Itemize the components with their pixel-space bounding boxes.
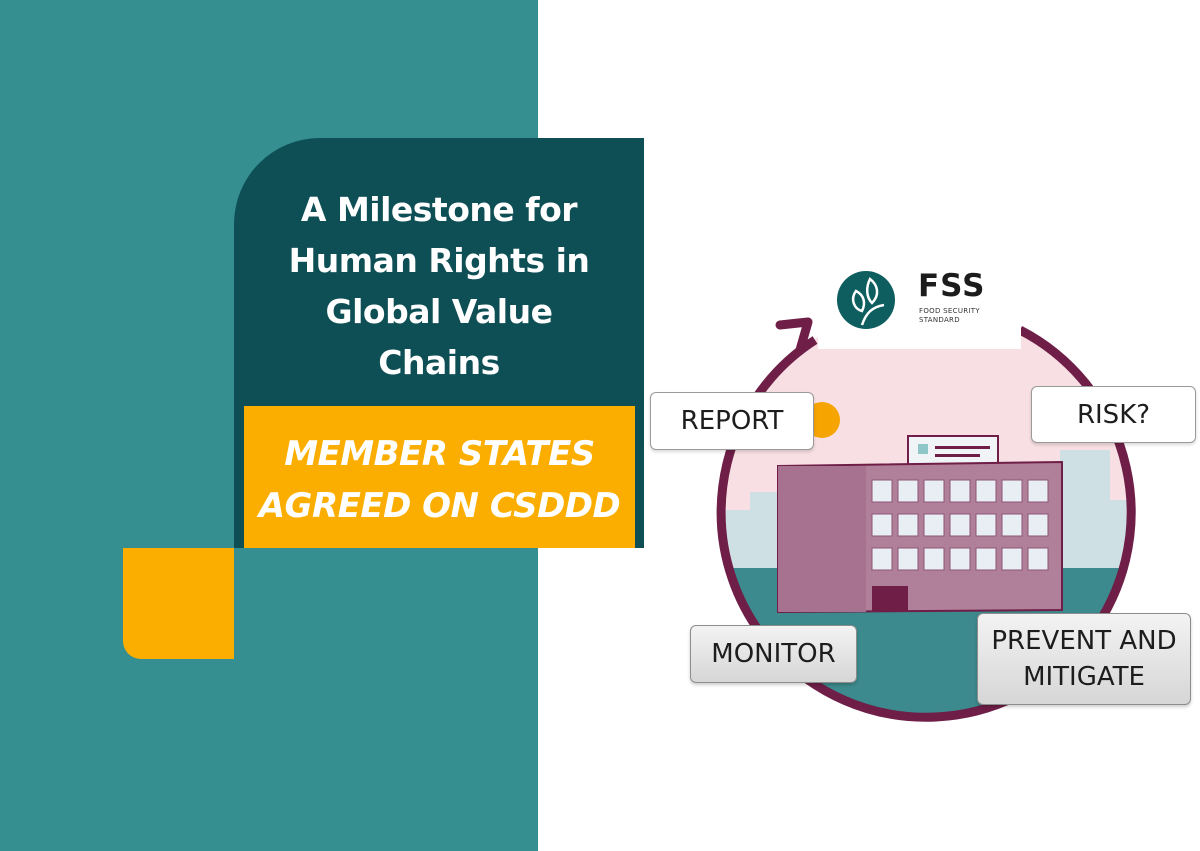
building-door: [872, 586, 908, 612]
report-label-text: REPORT: [680, 406, 784, 436]
headline-line-4: Chains: [378, 343, 500, 382]
headline-line-2: Human Rights in: [288, 241, 590, 280]
cycle-arrowhead: [775, 317, 813, 355]
csddd-banner: MEMBER STATES AGREED ON CSDDD: [244, 406, 635, 548]
banner-line-2: AGREED ON CSDDD: [258, 486, 621, 526]
cycle-arrow-ring: [716, 326, 1136, 722]
monitor-label: MONITOR: [690, 625, 857, 683]
risk-label: RISK?: [1031, 386, 1196, 443]
prevent-label-line-2: MITIGATE: [1023, 662, 1145, 692]
fss-leaf-logo-icon: [837, 271, 895, 329]
banner-line-1: MEMBER STATES: [284, 434, 595, 474]
office-building: [777, 435, 1063, 614]
skyline-building: [750, 492, 780, 572]
yellow-accent-block: [123, 548, 234, 659]
fss-logo-subtitle: FOOD SECURITY STANDARD: [919, 307, 1009, 325]
fss-subtitle-line-1: FOOD SECURITY: [919, 307, 980, 315]
headline-line-1: A Milestone for: [300, 190, 578, 229]
prevent-and-mitigate-label: PREVENT AND MITIGATE: [977, 613, 1191, 705]
fss-subtitle-line-2: STANDARD: [919, 316, 960, 324]
headline-title: A Milestone for Human Rights in Global V…: [252, 184, 626, 388]
fss-logo-name: FSS: [918, 268, 986, 304]
monitor-label-text: MONITOR: [711, 639, 836, 669]
headline-line-3: Global Value: [325, 292, 553, 331]
risk-label-text: RISK?: [1076, 399, 1151, 430]
report-label: REPORT: [650, 392, 814, 450]
banner-text: MEMBER STATES AGREED ON CSDDD: [244, 428, 635, 532]
prevent-label-line-1: PREVENT AND: [991, 626, 1177, 656]
